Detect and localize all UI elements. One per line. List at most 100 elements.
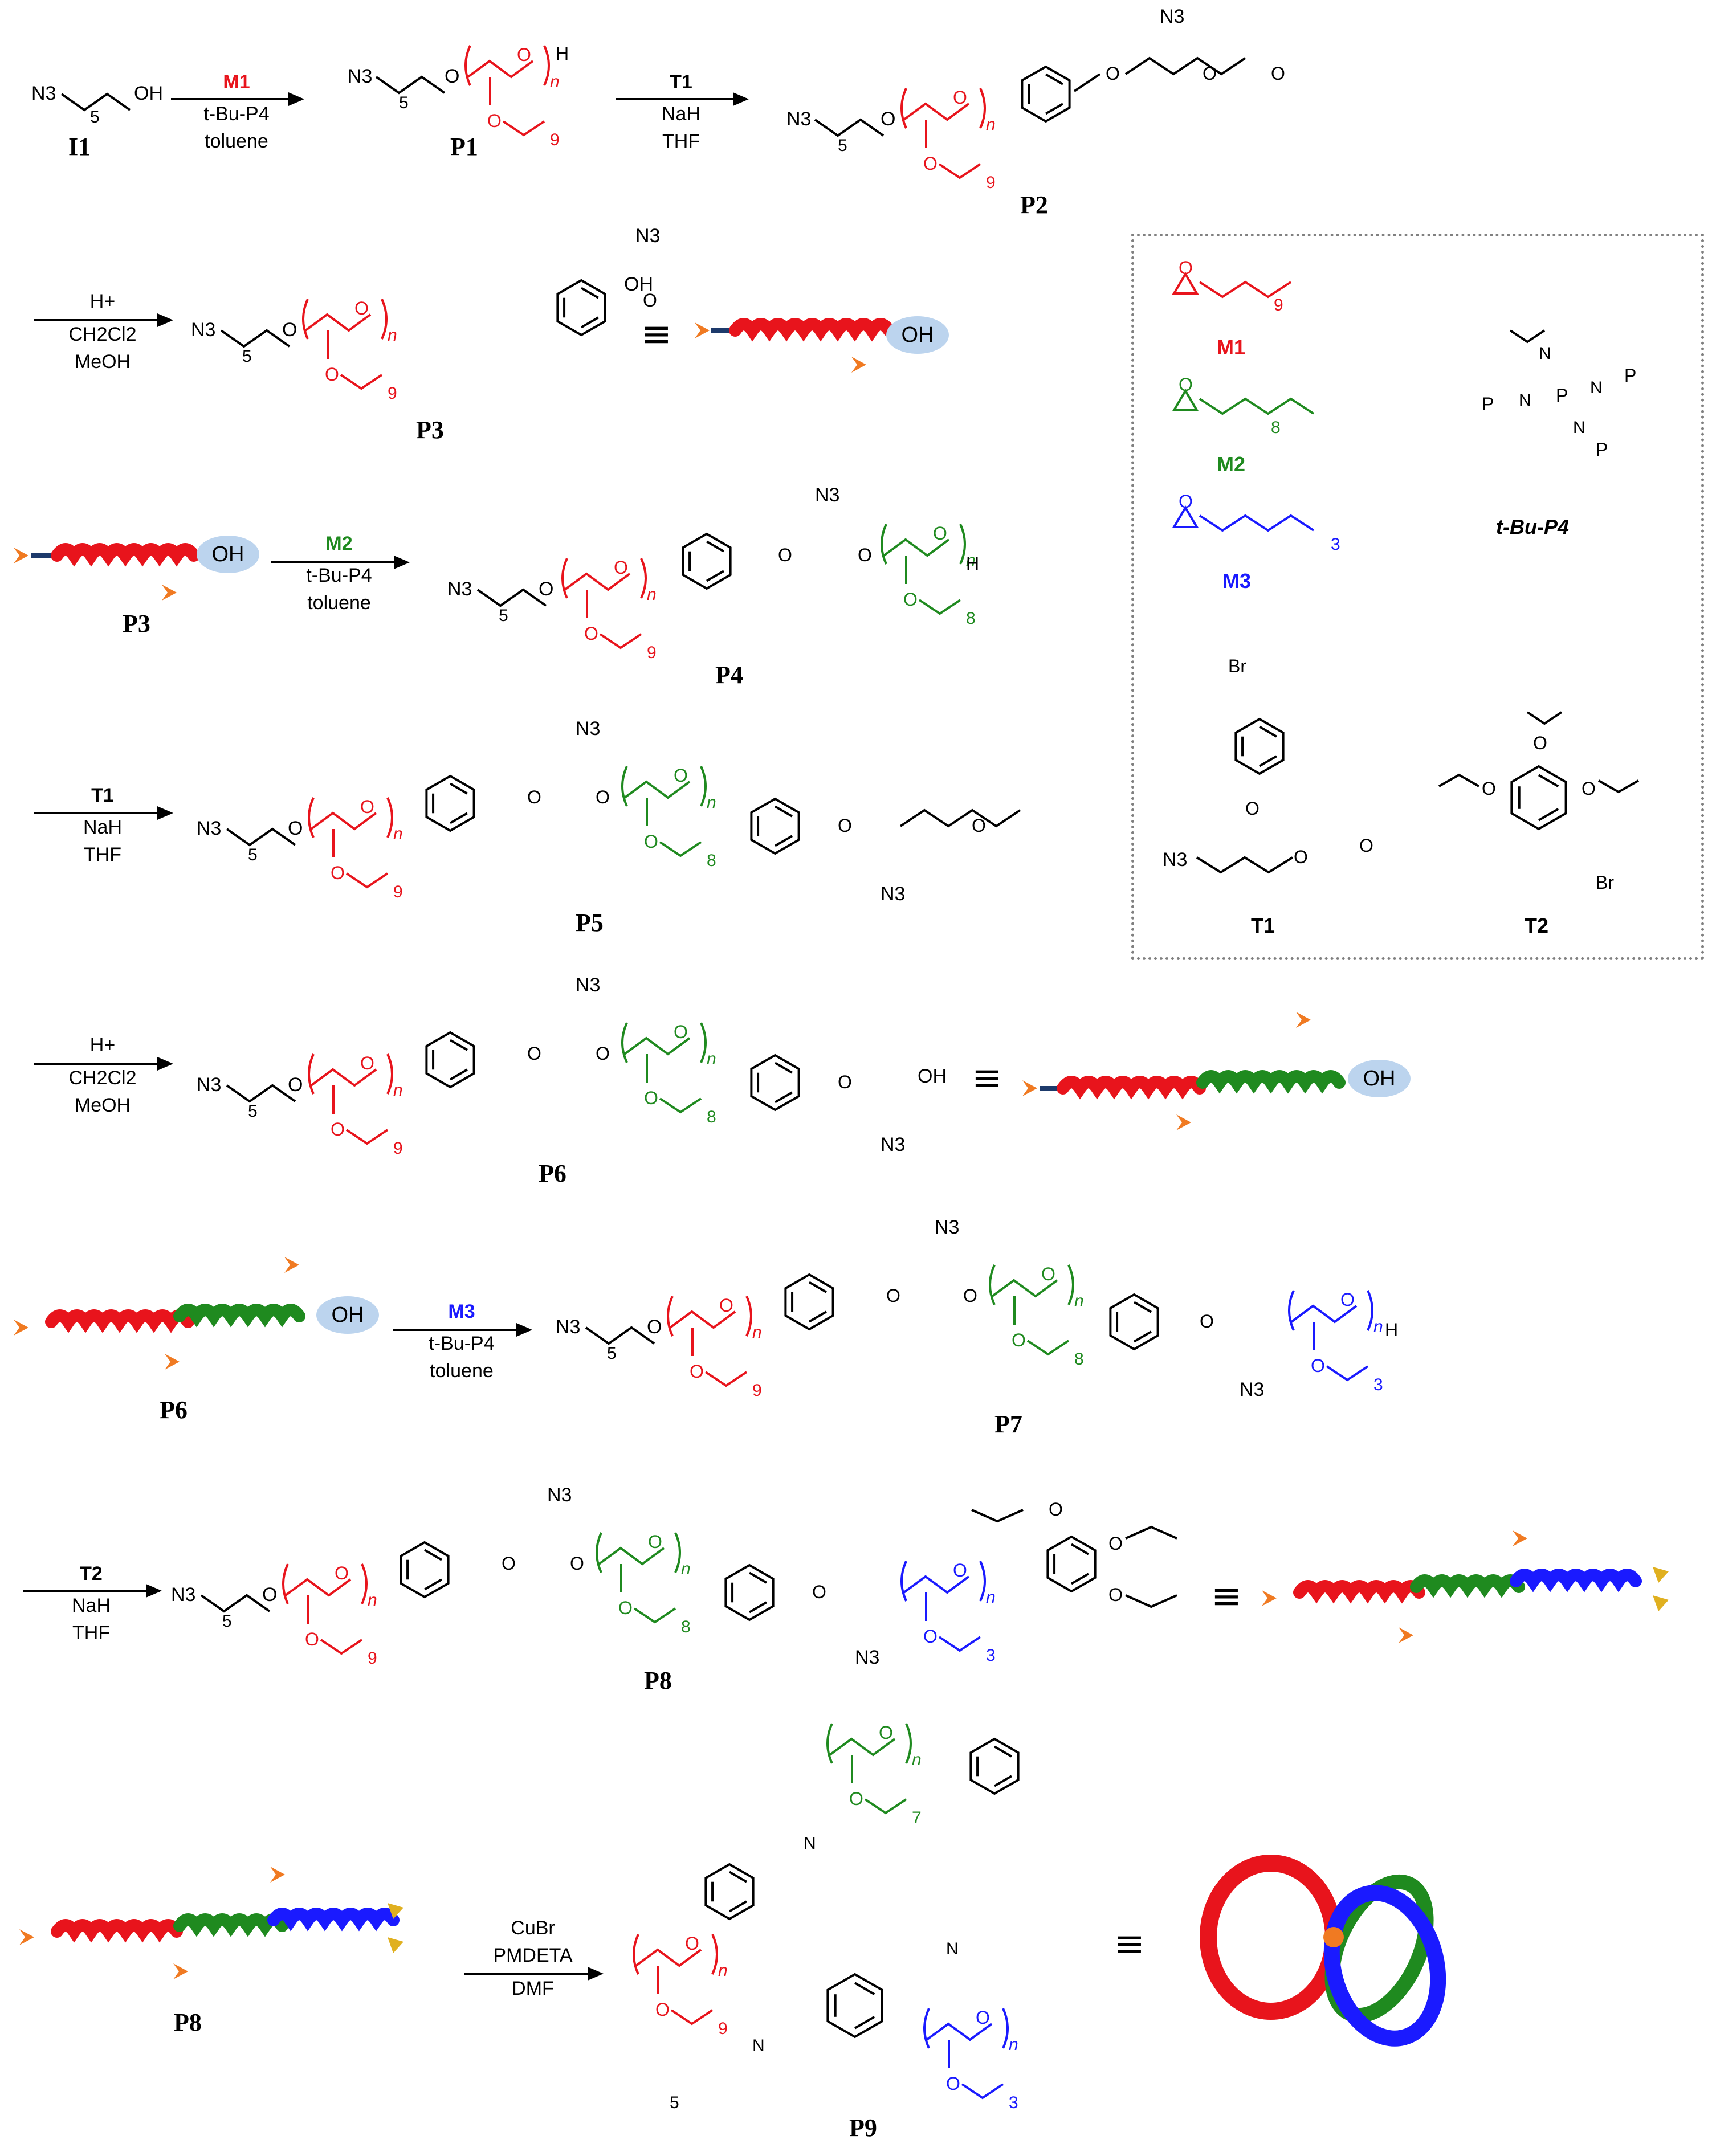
P6-block2-side [659,1097,702,1114]
P4-O2: O [778,545,792,565]
P2-O4: O [1271,63,1285,84]
P7-block1-side [704,1371,748,1387]
legend-M1-chain [1199,280,1292,299]
reaction-arrow-1 [171,92,304,106]
P5-block2-o2: O [644,831,658,852]
step-2-solvent: THF [662,130,700,152]
legend-M2-sub8: 8 [1271,418,1281,437]
legend-M2-chain [1199,397,1315,415]
P7-benzene2 [1109,1293,1159,1351]
P5-block1-open [308,797,315,838]
P5-acetal [899,808,1021,828]
P6-block1-sub: 9 [393,1139,403,1158]
P5-block2-close [700,766,707,807]
P7-block1-main [669,1310,736,1329]
P5-benzene1-double [449,782,468,795]
P2-O2: O [1106,63,1120,84]
P7-block2-o1: O [1041,1264,1055,1284]
legend-T2-Br: Br [1596,872,1614,893]
P9-block1-close [711,1934,718,1975]
P2-block-open [900,88,907,129]
step-1-reagent: M1 [223,71,250,93]
conditions-step-5: T1 NaH THF [34,782,171,868]
P4-block2-o1: O [933,523,947,544]
P1-block-close [543,45,550,86]
P2-block-o1: O [953,87,967,108]
P7-block3-open [1288,1290,1295,1331]
P9-block2-open [826,1723,833,1764]
P2-benzene [1021,65,1071,123]
P6-block2-n: n [707,1050,716,1068]
P8-cartoon-blue [1510,1569,1642,1592]
P1-block-open [464,45,471,86]
P8-benzene1 [400,1541,450,1599]
P6-O: O [288,1074,303,1096]
legend-T2-alkyne1 [1526,711,1563,725]
legend-T1-benzene [1234,717,1285,775]
P4-block1-o1: O [614,557,628,578]
P8-cartoon-green [1410,1574,1525,1598]
P4-chain [476,588,547,607]
P8-block2-n: n [681,1559,691,1578]
P5-O2: O [527,787,541,807]
P8-block1-open [282,1563,289,1604]
legend-tBuP4-P-bottom: P [1596,439,1608,460]
P4-block2-main [883,538,950,557]
P4-O3: O [858,545,872,565]
P3-N3b: N3 [635,225,660,247]
P4-block1-close [640,558,647,599]
legend-M3-epoxide [1172,505,1199,528]
P9-benzene2 [969,1737,1020,1795]
P2-block-close [979,88,986,129]
legend-T2-O1: O [1533,733,1547,753]
P9-benzene3-double [854,2016,875,2030]
legend-M1-sub9: 9 [1274,296,1283,315]
oh-badge-P3: OH [886,316,949,354]
legend-M3-chain [1199,514,1315,532]
P3-O: O [282,319,297,341]
P2-N3: N3 [786,108,811,130]
P8-block1-close [361,1563,368,1604]
P8b-sidecap1 [173,1963,188,1979]
step-9-catalyst: CuBr [511,1917,555,1939]
legend-tBuP4-P-right: P [1624,365,1636,386]
P5-N3c: N3 [881,883,905,905]
P8-block2-o2: O [618,1598,633,1618]
P8b-endcap [19,1929,34,1945]
P3-cartoon-endcap [695,322,710,338]
P8-block3-main [903,1575,970,1594]
P5-block2-open [621,766,628,807]
legend-T1-O3: O [1359,835,1373,856]
legend-T2-alkyne3 [1598,779,1639,794]
P5-block1-main [310,811,377,831]
legend-label-T2: T2 [1525,914,1549,937]
P4-benzene [682,532,732,590]
P6-O4: O [838,1072,852,1092]
P5-block2-n: n [707,793,716,812]
P8-block1-o2: O [305,1629,319,1649]
P9-cartoon-ring-red [1200,1855,1342,2020]
P7-N3c: N3 [1240,1379,1264,1400]
legend-T1-benzene-double [1259,725,1277,738]
P9-block3-side [961,2083,1004,2100]
P7-block1-n: n [752,1323,762,1342]
P9-benzene2-double [993,1775,1012,1787]
label-P7: P7 [994,1410,1022,1438]
P7-block1-o1: O [719,1295,733,1316]
legend-T2-alkyne2 [1438,773,1479,787]
P3-benzene-double [581,316,599,329]
P6-cartoon-green [1196,1070,1346,1094]
legend-tBuP4-N4: N [1539,344,1551,363]
oh-badge-P6: OH [1348,1060,1411,1097]
P9-block3-sub: 3 [1009,2093,1018,2112]
P9-benzene1 [704,1863,755,1921]
P5-block1-close [386,797,393,838]
P8-benzene3-double [1070,1573,1089,1585]
P9-block2-close [905,1723,912,1764]
P9-block2-side [864,1798,907,1815]
oh-badge-P3-cartoon: OH [197,536,259,573]
P3-block-open [302,299,309,340]
P3-O2: O [643,290,657,311]
P2-block-o2: O [923,153,938,174]
P6-block1-open [308,1054,315,1095]
